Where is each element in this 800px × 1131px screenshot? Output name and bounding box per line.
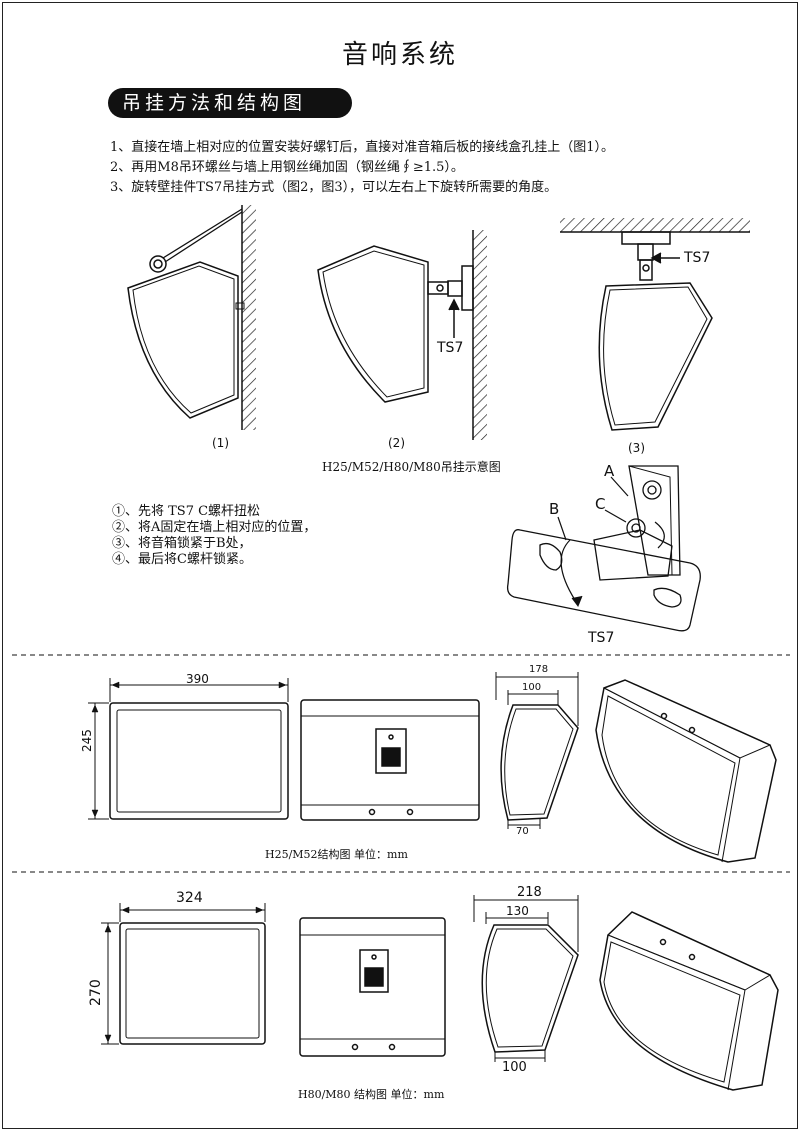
bracket-step-1: ①、先将 TS7 C螺杆扭松	[112, 504, 261, 519]
figure-3-ts7-ceiling	[560, 218, 750, 431]
instruction-1: 1、直接在墙上相对应的位置安装好螺钉后，直接对准音箱后板的接线盒孔挂上（图1）。	[110, 140, 615, 155]
h25-structure-drawings	[88, 672, 777, 863]
page-title: 音响系统	[341, 40, 458, 70]
h80-bottom-dim: 100	[502, 1060, 527, 1075]
h25-width-dim: 390	[186, 672, 209, 686]
h80-depth-dim: 218	[517, 885, 542, 900]
h80-caption: H80/M80 结构图 单位：mm	[298, 1088, 445, 1101]
section-heading: 吊挂方法和结构图	[108, 88, 352, 118]
figure-3-label: (3)	[628, 441, 645, 455]
h80-structure-drawings	[101, 895, 779, 1091]
instruction-3: 3、旋转壁挂件TS7吊挂方式（图2，图3），可以左右上下旋转所需要的角度。	[110, 180, 558, 195]
h25-bottom-dim: 70	[516, 826, 529, 837]
instruction-2: 2、再用M8吊环螺丝与墙上用钢丝绳加固（钢丝绳∮≥1.5）。	[110, 160, 464, 175]
bracket-label-b: B	[549, 500, 560, 518]
h80-top-dim: 130	[506, 904, 529, 918]
h25-height-dim: 245	[80, 729, 94, 752]
h80-height-dim: 270	[88, 979, 104, 1006]
h80-width-dim: 324	[176, 890, 203, 906]
bracket-step-3: ③、将音箱锁紧于B处，	[112, 536, 252, 551]
h25-caption: H25/M52结构图 单位：mm	[265, 848, 408, 861]
bracket-step-4: ④、最后将C螺杆锁紧。	[112, 552, 252, 567]
ts7-label-bracket: TS7	[588, 630, 615, 646]
h25-depth-dim: 178	[529, 664, 549, 675]
bracket-step-2: ②、将A固定在墙上相对应的位置，	[112, 520, 317, 535]
bracket-label-c: C	[595, 495, 606, 513]
ts7-label-fig2: TS7	[437, 340, 464, 356]
figure-1-wall-hanging	[127, 205, 256, 430]
figure-1-label: (1)	[212, 436, 229, 450]
figure-2-ts7-wall	[317, 230, 487, 440]
ts7-label-fig3: TS7	[684, 250, 711, 266]
hang-caption: H25/M52/H80/M80吊挂示意图	[322, 460, 501, 474]
ts7-bracket-detail	[506, 465, 701, 632]
figure-2-label: (2)	[388, 436, 405, 450]
bracket-label-a: A	[604, 462, 615, 480]
h25-top-dim: 100	[522, 682, 542, 693]
